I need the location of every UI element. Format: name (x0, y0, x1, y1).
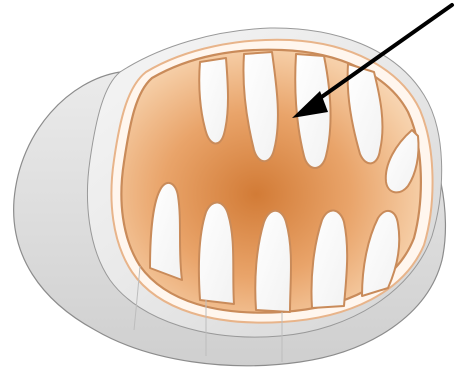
mitochondrion-diagram (0, 0, 458, 387)
diagram-canvas (0, 0, 458, 387)
